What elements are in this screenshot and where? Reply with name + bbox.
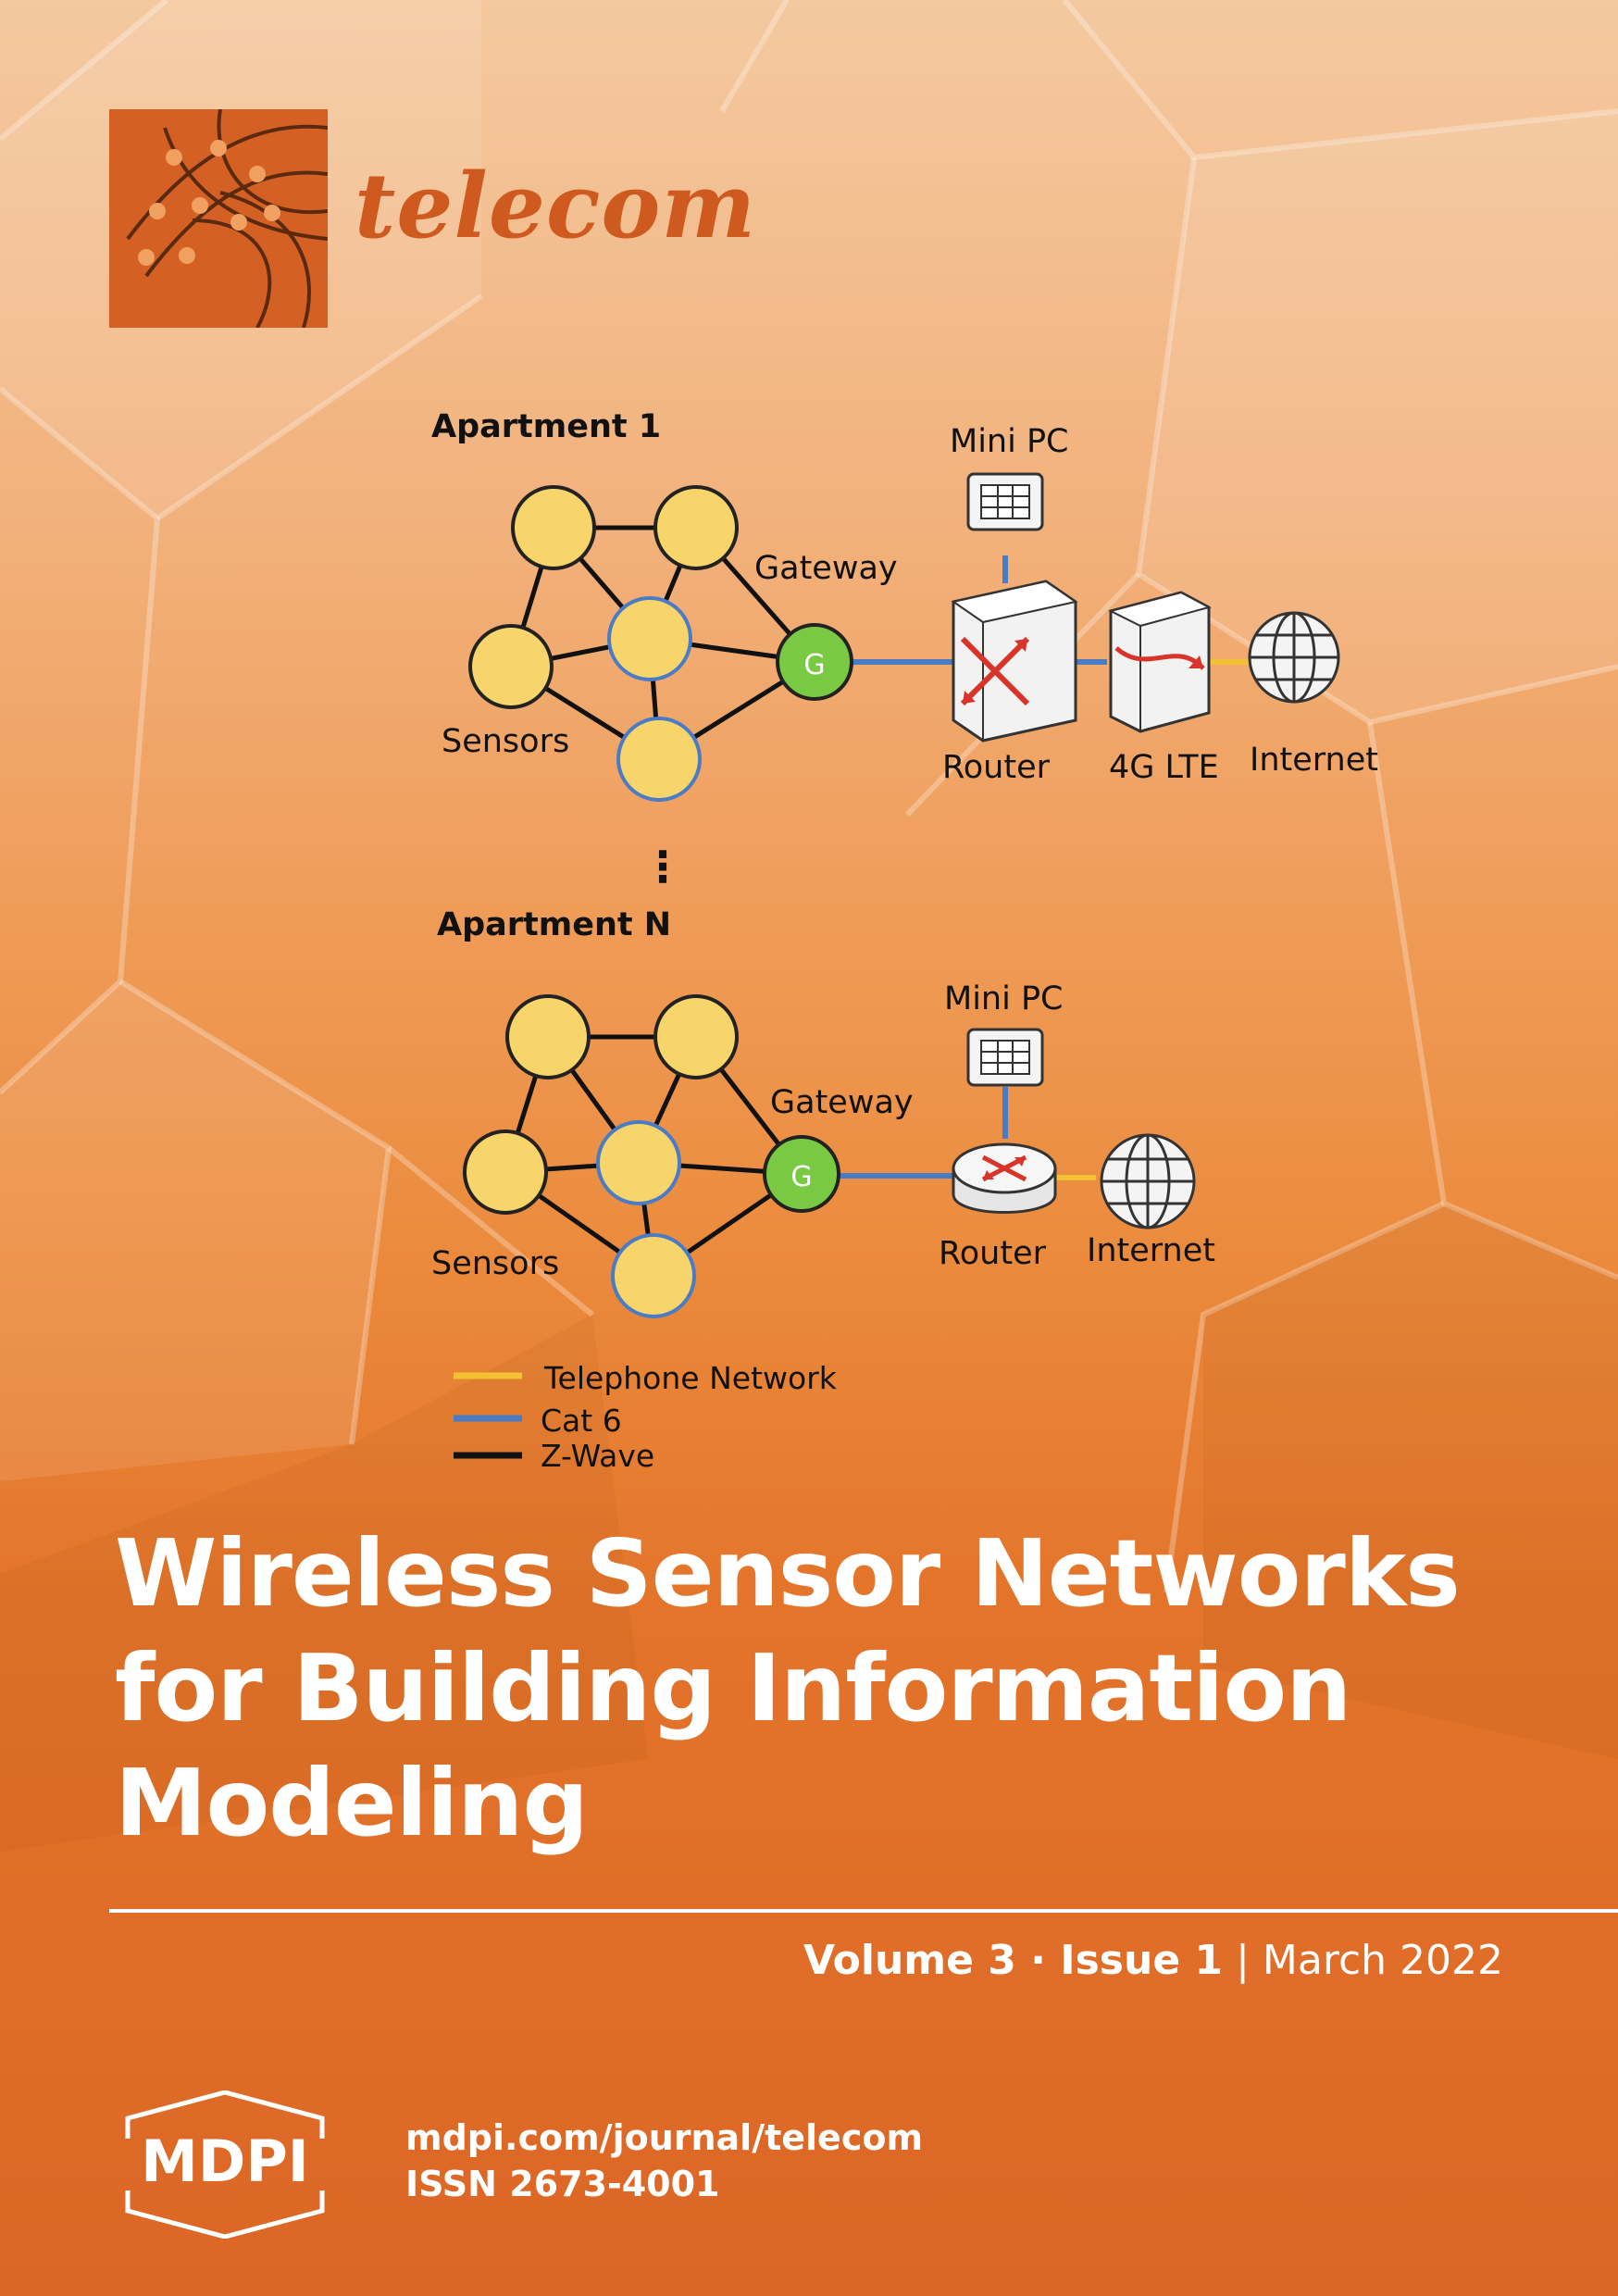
router-label-n: Router [939,1235,1047,1272]
title-line-1: Wireless Sensor Networks [115,1519,1461,1628]
internet-label-1: Internet [1250,742,1378,779]
lte-modem-icon [1108,591,1212,733]
globe-icon [1248,611,1340,704]
router-icon [952,1142,1057,1214]
internet-label-n: Internet [1087,1232,1215,1269]
sensors-label-n: Sensors [431,1245,559,1282]
mdpi-logo-text: MDPI [141,2128,309,2195]
issue-info: Volume 3 · Issue 1 | March 2022 [803,1937,1503,1984]
journal-issn: ISSN 2673-4001 [405,2164,720,2204]
apartment-n-title: Apartment N [437,906,671,943]
journal-url[interactable]: mdpi.com/journal/telecom [405,2117,924,2158]
lte-label-1: 4G LTE [1109,749,1219,786]
router-label-1: Router [942,749,1051,786]
apartment-1-title: Apartment 1 [431,408,661,445]
globe-icon [1100,1133,1196,1229]
mini-pc-icon [966,472,1044,531]
legend-label-telephone: Telephone Network [543,1360,838,1396]
gateway-label-n: Gateway [770,1084,914,1121]
issue-separator: · [1015,1937,1061,1984]
legend-label-cat6: Cat 6 [541,1403,622,1439]
title-line-3: Modeling [115,1749,589,1857]
gateway-label-1: Gateway [754,550,898,587]
legend-label-zwave: Z-Wave [541,1438,654,1474]
cover-article-title: Wireless Sensor Networks for Building In… [115,1516,1559,1861]
volume-label: Volume 3 [803,1937,1016,1984]
telecom-orbit-logo-icon [109,109,328,328]
mdpi-logo-icon: MDPI [125,2090,325,2239]
sensor-nodes-1 [468,485,739,802]
network-diagram: Apartment 1 G Gateway Sensors [431,408,1378,1474]
mini-pc-label-1: Mini PC [950,423,1069,460]
issue-date: March 2022 [1262,1937,1503,1984]
gateway-node-1 [776,623,853,701]
router-icon [951,580,1078,742]
gateway-node-n [763,1135,840,1213]
gateway-node-1-label: G [803,649,825,681]
mini-pc-icon [966,1028,1044,1087]
gateway-node-n-label: G [790,1161,812,1193]
apartment-ellipsis: ⋮ [641,842,684,892]
issue-label: Issue 1 [1060,1937,1224,1984]
title-divider [109,1909,1618,1913]
date-separator: | [1223,1937,1263,1984]
sensors-label-1: Sensors [442,723,569,760]
sensor-nodes-n [463,994,739,1318]
journal-name: telecom [355,154,757,258]
title-line-2: for Building Information [115,1634,1351,1742]
mini-pc-label-n: Mini PC [944,980,1064,1017]
diagram-legend: Telephone Network Cat 6 Z-Wave [454,1360,838,1474]
